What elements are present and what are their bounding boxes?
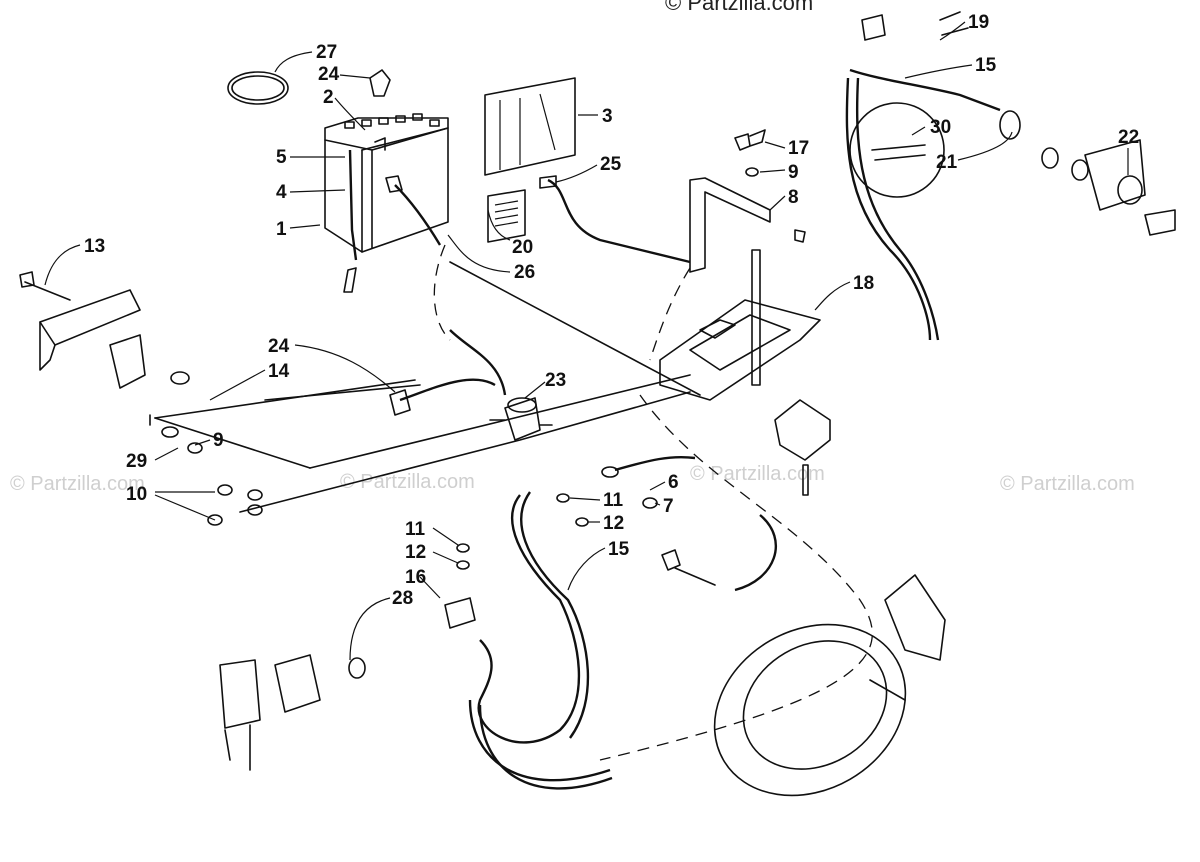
callout-7: 7 [663, 496, 674, 517]
cable-24-middle [399, 378, 496, 402]
starter-solenoid [489, 397, 553, 441]
leader-lines [44, 21, 1129, 661]
dashed-path-large [599, 394, 873, 761]
callout-21: 21 [936, 152, 958, 173]
callout-30: 30 [930, 117, 951, 138]
warning-label [487, 189, 526, 243]
callout-20: 20 [512, 237, 533, 258]
callout-8: 8 [788, 187, 799, 208]
callout-18: 18 [853, 273, 874, 294]
battery-to-solenoid-path [433, 244, 451, 341]
long-line-lower [239, 391, 691, 513]
cable-clamp [109, 334, 146, 389]
headlight [713, 574, 946, 797]
callout-9-top: 9 [788, 162, 799, 183]
callout-29: 29 [126, 451, 147, 472]
lower-bracket [774, 399, 831, 461]
callout-6: 6 [668, 472, 679, 493]
wing-nut [734, 129, 766, 151]
callout-16: 16 [405, 567, 426, 588]
battery-pad [484, 77, 576, 176]
callout-12-right: 12 [603, 513, 624, 534]
callout-1: 1 [276, 219, 287, 240]
battery-strap [348, 149, 358, 261]
guide-line [449, 261, 701, 396]
callout-24-middle: 24 [268, 336, 290, 357]
cable-tie [227, 71, 289, 105]
detail-circle-30 [849, 102, 945, 198]
callout-14: 14 [268, 361, 290, 382]
callout-10: 10 [126, 484, 147, 505]
callout-2: 2 [323, 87, 334, 108]
vent-tube [343, 267, 357, 293]
callout-11-left: 11 [405, 519, 426, 540]
washer-9 [745, 167, 759, 177]
watermark-center: © Partzilla.com [340, 471, 475, 493]
headlight-cable [734, 514, 777, 592]
wiring-harness-lower [477, 494, 581, 744]
battery-tray [659, 229, 821, 401]
connector-16 [444, 597, 476, 629]
callout-19: 19 [968, 12, 989, 33]
nuts-washers [161, 426, 658, 570]
callout-15-bottom: 15 [608, 539, 630, 560]
watermark-right: © Partzilla.com [1000, 473, 1135, 495]
callout-3: 3 [602, 106, 613, 127]
callout-24-top: 24 [318, 64, 340, 85]
cable-26 [394, 184, 442, 246]
callout-4: 4 [276, 182, 287, 203]
callout-13: 13 [84, 236, 105, 257]
callout-23: 23 [545, 370, 566, 391]
battery [324, 113, 449, 253]
callout-12-left: 12 [405, 542, 426, 563]
watermark-top: © Partzilla.com [665, 0, 813, 15]
watermark-left: © Partzilla.com [10, 473, 145, 495]
key-switch [999, 110, 1176, 236]
cable-25 [547, 178, 691, 264]
callout-15-top: 15 [975, 55, 997, 76]
callout-28: 28 [392, 588, 413, 609]
callout-17: 17 [788, 138, 809, 159]
callout-9-left: 9 [213, 430, 224, 451]
mounting-bracket [689, 177, 771, 273]
taillight [219, 654, 366, 771]
callout-25: 25 [600, 154, 622, 175]
callout-27: 27 [316, 42, 337, 63]
callout-22: 22 [1118, 127, 1139, 148]
callout-26: 26 [514, 262, 535, 283]
callout-5: 5 [276, 147, 287, 168]
long-line-upper [309, 374, 691, 469]
callout-11-right: 11 [603, 490, 624, 511]
wiring-harness-upper [849, 68, 1001, 112]
watermark-center-right: © Partzilla.com [690, 463, 825, 485]
terminal-boot-top [369, 69, 391, 97]
rod-14 [149, 379, 416, 426]
bracket-13 [19, 271, 141, 371]
cable-6 [614, 455, 696, 472]
